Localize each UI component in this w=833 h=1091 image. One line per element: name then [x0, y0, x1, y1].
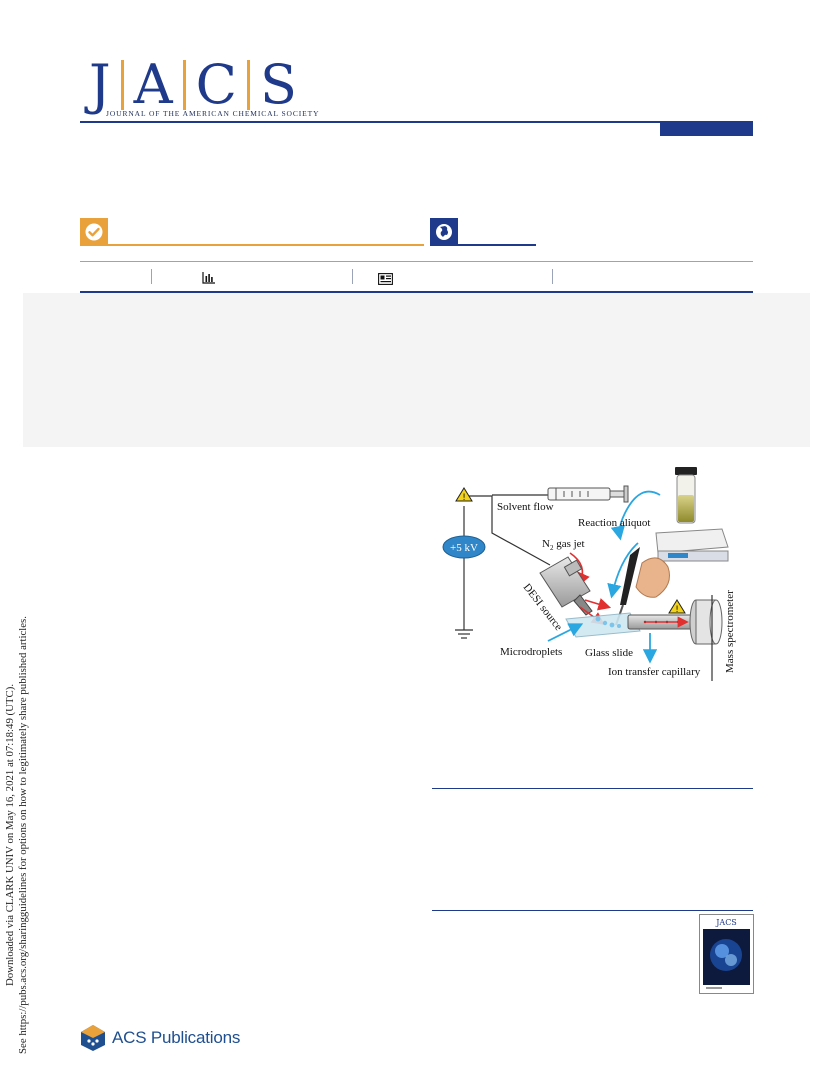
download-stamp: Downloaded via CLARK UNIV on May 16, 202… [4, 605, 44, 1065]
svg-text:JACS: JACS [715, 918, 737, 927]
jacs-logo: J A C S [80, 52, 306, 112]
abstract-band [23, 293, 810, 447]
column-rule [432, 788, 753, 789]
voltage-source [442, 535, 486, 559]
toc-graphic: ! ! +5 kV Solvent flow Reaction aliquot … [442, 467, 736, 681]
journal-cover-thumbnail[interactable]: JACS [699, 914, 754, 994]
metrics-icon[interactable] [202, 272, 216, 284]
metrics-rule-bottom [80, 291, 753, 293]
svg-text:!: ! [675, 605, 679, 615]
stir-plate [655, 528, 729, 562]
checkmark-icon [85, 223, 103, 241]
solvent-flow-label: Solvent flow [497, 501, 554, 513]
ground-symbol [455, 629, 473, 639]
reaction-aliquot-label: Reaction aliquot [578, 517, 650, 529]
logo-letter-s: S [259, 53, 297, 116]
logo-divider [246, 60, 250, 110]
logo-divider [120, 60, 124, 110]
aliquot-arrow-1 [610, 490, 661, 541]
open-access-badge[interactable] [430, 218, 458, 246]
microdroplets [595, 616, 621, 628]
article-recommendations-icon[interactable] [378, 273, 393, 285]
hv-warning-icon: ! [455, 487, 473, 503]
voltage-label: +5 kV [450, 542, 478, 554]
microdroplets-label: Microdroplets [500, 646, 562, 658]
globe-icon [436, 224, 452, 240]
mass-spectrometer [689, 595, 723, 681]
authorchoice-underline [108, 244, 424, 246]
metrics-rule-top [80, 261, 753, 262]
ion-transfer-label: Ion transfer capillary [608, 666, 701, 678]
acs-authorchoice-badge[interactable] [80, 218, 108, 246]
logo-letter-a: A [133, 53, 173, 116]
syringe [547, 485, 629, 503]
desi-source [539, 556, 593, 616]
reaction-vial [675, 467, 697, 524]
acs-hexagon-icon [81, 1025, 105, 1051]
download-stamp-line1: Downloaded via CLARK UNIV on May 16, 202… [4, 683, 16, 987]
download-stamp-line2: See https://pubs.acs.org/sharingguidelin… [17, 616, 29, 1054]
mass-spectrometer-label: Mass spectrometer [724, 590, 736, 673]
logo-letter-c: C [195, 53, 237, 116]
masthead-rule [80, 121, 753, 123]
metrics-separator [151, 269, 152, 284]
logo-divider [182, 60, 186, 110]
glass-slide-label: Glass slide [585, 647, 633, 659]
journal-name: JOURNAL OF THE AMERICAN CHEMICAL SOCIETY [106, 109, 320, 118]
cover-image: JACS [700, 915, 753, 993]
article-type-tab [660, 123, 753, 136]
hv-wire [464, 495, 551, 566]
metrics-separator [552, 269, 553, 284]
metrics-separator [352, 269, 353, 284]
aliquot-arrow-2 [607, 542, 639, 599]
acs-publications-text: ACS Publications [112, 1028, 241, 1047]
n2-gas-jet-label: N2 gas jet [542, 538, 585, 552]
column-rule [432, 910, 753, 911]
acs-publications-logo: ACS Publications [80, 1024, 240, 1052]
logo-letter-j: J [89, 53, 111, 116]
microdroplets-arrow [547, 623, 584, 642]
svg-text:!: ! [462, 493, 466, 503]
ms-warning-icon: ! [668, 599, 686, 615]
open-access-underline [458, 244, 536, 246]
spray-arrow-1 [584, 598, 612, 611]
